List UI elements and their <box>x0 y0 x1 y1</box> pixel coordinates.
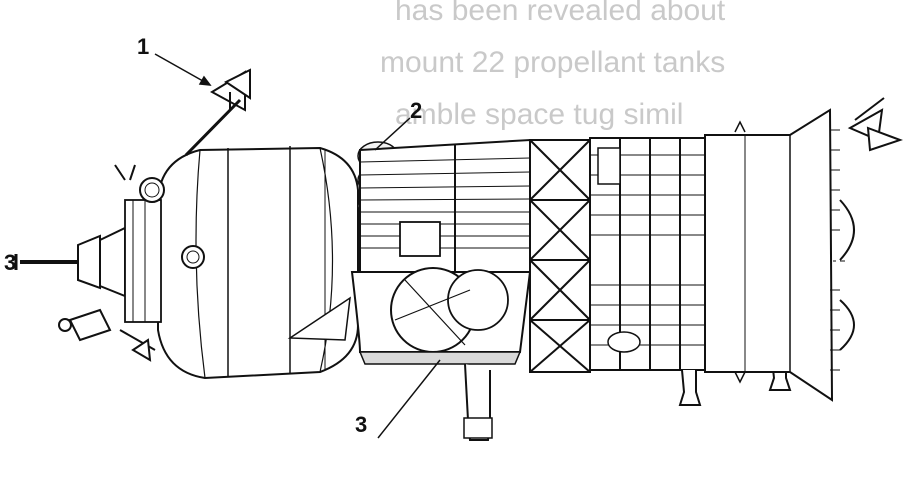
truss-adapter <box>529 139 591 373</box>
leader-line-2 <box>374 117 411 151</box>
service-module <box>589 137 792 406</box>
leader-arrow-1 <box>198 75 212 86</box>
callout-label-2: 2 <box>410 98 422 123</box>
orbital-module <box>157 146 359 380</box>
propellant-tanks <box>350 138 532 441</box>
antenna-dish <box>184 68 251 157</box>
background-text-line-1: has been revealed about <box>395 0 726 27</box>
background-text-line-3: amble space tug simil <box>395 98 683 131</box>
probe-edge-label: 3 <box>4 250 16 275</box>
callout-label-1: 1 <box>137 34 149 59</box>
callout-label-3: 3 <box>355 412 367 437</box>
docking-probe <box>14 164 165 362</box>
background-text: has been revealed about mount 22 propell… <box>380 0 726 131</box>
callout-leaders <box>154 53 441 439</box>
aft-skirt <box>704 97 903 402</box>
leader-line-1 <box>154 53 211 86</box>
leader-line-3 <box>377 359 441 439</box>
background-text-line-2: mount 22 propellant tanks <box>380 46 725 79</box>
